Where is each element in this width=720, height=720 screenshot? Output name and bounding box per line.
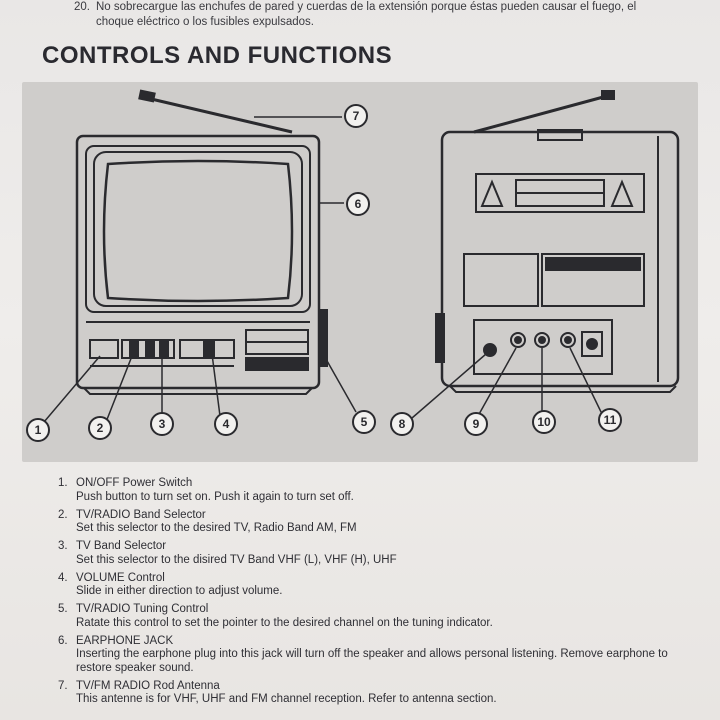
item-desc: Set this selector to the desired TV, Rad…	[76, 522, 357, 534]
item-title: TV/FM RADIO Rod Antenna	[76, 679, 220, 692]
item-number: 3.	[58, 540, 68, 552]
front-antenna-tip	[138, 89, 156, 103]
item-desc: Push button to turn set on. Push it agai…	[76, 490, 354, 503]
callout-3: 3	[159, 417, 166, 431]
rear-panel-right	[541, 253, 645, 307]
handle	[537, 129, 583, 141]
callout-6: 6	[355, 197, 362, 211]
callout-5: 5	[361, 415, 368, 429]
front-bezel	[85, 145, 311, 313]
item-desc: This antenne is for VHF, UHF and FM chan…	[76, 693, 497, 705]
rear-knob	[435, 313, 445, 363]
item-desc: Inserting the earphone plug into this ja…	[76, 648, 668, 674]
jack-10	[534, 332, 550, 348]
controls-diagram: 1 2 3 4 5 6 7 8 9 10 11	[22, 82, 698, 462]
item-number: 5.	[58, 603, 68, 615]
volume-control	[179, 339, 235, 359]
warning-triangle-right-icon	[610, 179, 634, 207]
item-title: ON/OFF Power Switch	[76, 477, 193, 489]
section-heading: CONTROLS AND FUNCTIONS	[42, 42, 393, 69]
screen-frame	[93, 151, 303, 307]
jack-9	[510, 332, 526, 348]
band-selector	[121, 339, 175, 359]
callout-7: 7	[353, 109, 360, 123]
item-number: 2.	[58, 508, 68, 521]
item-number: 4.	[58, 571, 68, 584]
item-title: VOLUME Control	[76, 571, 165, 584]
item-title: EARPHONE JACK	[76, 634, 174, 647]
callout-1: 1	[35, 423, 42, 437]
item-title: TV Band Selector	[76, 540, 167, 552]
warning-label	[475, 173, 645, 213]
power-input	[581, 331, 603, 357]
front-base	[83, 387, 313, 395]
item-desc: Set this selector to the disired TV Band…	[76, 553, 397, 566]
front-cabinet	[75, 134, 321, 390]
jack-11	[560, 332, 576, 348]
item-number: 6.	[58, 634, 68, 647]
top-note-number: 20.	[74, 1, 90, 13]
jack-8	[483, 343, 497, 357]
rear-base	[449, 385, 677, 393]
top-note: 20. No sobrecargue las enchufes de pared …	[74, 0, 714, 30]
front-antenna	[146, 96, 293, 134]
rear-antenna	[473, 94, 608, 134]
top-note-line1: No sobrecargue las enchufes de pared y c…	[96, 1, 637, 13]
item-title: TV/RADIO Band Selector	[76, 508, 206, 521]
item-title: TV/RADIO Tuning Control	[76, 603, 209, 615]
jack-panel	[473, 319, 613, 375]
item-desc: Slide in either direction to adjust volu…	[76, 585, 283, 597]
callout-11: 11	[604, 413, 617, 427]
callout-2: 2	[97, 421, 104, 435]
callout-8: 8	[399, 417, 406, 431]
tuning-knob	[318, 309, 328, 367]
speaker-grille	[245, 357, 309, 371]
callout-10: 10	[537, 415, 551, 429]
power-switch	[89, 339, 119, 359]
rear-cabinet	[440, 130, 680, 388]
callout-4: 4	[223, 417, 230, 431]
screen	[102, 159, 294, 303]
rear-antenna-tip	[601, 90, 615, 100]
callout-9: 9	[473, 417, 480, 431]
warning-triangle-left-icon	[480, 179, 504, 207]
diagram-svg: 1 2 3 4 5 6 7 8 9 10 11	[26, 89, 680, 442]
top-note-line2: choque eléctrico o los fusibles expulsad…	[96, 16, 314, 28]
rear-panel-left	[463, 253, 539, 307]
item-number: 7.	[58, 679, 68, 692]
item-number: 1.	[58, 477, 68, 489]
item-desc: Ratate this control to set the pointer t…	[76, 616, 493, 629]
